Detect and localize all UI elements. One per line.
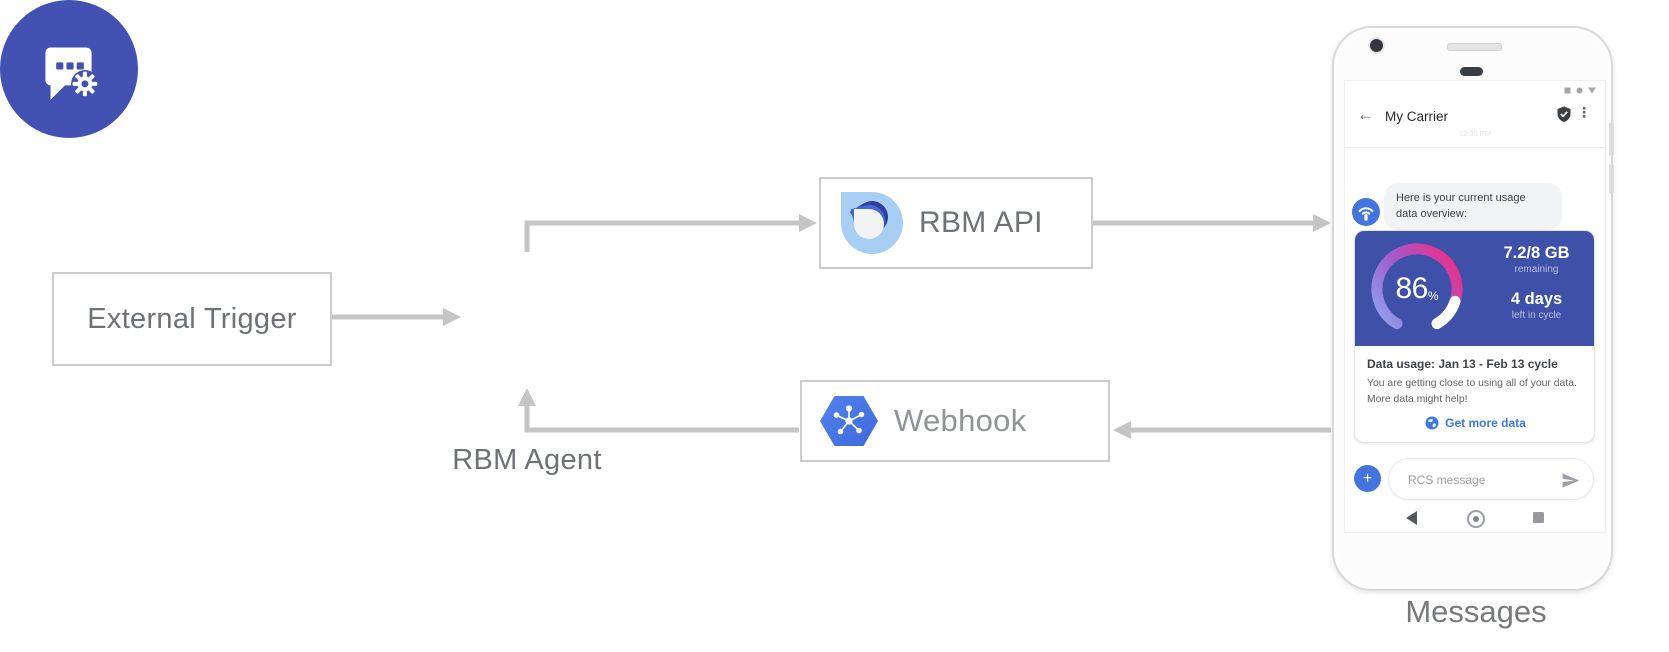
arrowhead-up-icon [518, 388, 536, 406]
usage-card-title: Data usage: Jan 13 - Feb 13 cycle [1367, 357, 1558, 371]
status-square-icon [1564, 87, 1571, 94]
usage-card-body-line1: You are getting close to using all of yo… [1367, 378, 1577, 389]
gauge-value: 86 % [1365, 237, 1469, 341]
usage-figures: 7.2/8 GB remaining 4 days left in cycle [1485, 244, 1588, 321]
message-timestamp: 12:30 PM [1458, 129, 1492, 138]
agent-avatar [1352, 198, 1380, 226]
usage-card-chart-panel: 86 % 7.2/8 GB remaining 4 days left in c… [1355, 231, 1594, 346]
rbm-agent-node [0, 0, 138, 138]
hotspot-icon [1358, 207, 1374, 221]
get-more-data-label: Get more data [1445, 416, 1526, 431]
gauge-percent-sign: % [1427, 289, 1439, 303]
plus-icon: + [1362, 469, 1373, 487]
rbm-api-box: RBM API [819, 177, 1093, 269]
gauge-arc-remainder [1431, 295, 1461, 330]
nav-back-icon[interactable] [1406, 511, 1417, 525]
webhook-label: Webhook [894, 403, 1027, 438]
back-arrow-icon[interactable]: ← [1357, 105, 1374, 124]
rcs-message-input[interactable] [1406, 459, 1560, 501]
verified-badge-icon [1557, 106, 1571, 122]
camera-dot [1370, 39, 1383, 52]
nav-home-icon[interactable] [1467, 510, 1485, 528]
days-left-label: left in cycle [1511, 310, 1562, 321]
power-button [1609, 122, 1614, 156]
usage-card-body-line2: More data might help! [1367, 393, 1468, 405]
arrowhead-right-icon [1313, 214, 1331, 232]
chat-bubble-gear-icon [45, 47, 99, 100]
usage-card-text-panel: Data usage: Jan 13 - Feb 13 cycle You ar… [1355, 346, 1594, 442]
send-icon[interactable] [1561, 471, 1580, 490]
arrowhead-left-icon [1113, 421, 1131, 439]
earpiece-grille [1460, 67, 1483, 76]
nav-overview-icon[interactable] [1533, 512, 1544, 523]
phone-screen: ← My Carrier ⋮ 12:30 PM Here is your cur… [1344, 80, 1606, 533]
status-bar [1564, 87, 1596, 94]
rbm-agent-label: RBM Agent [452, 444, 602, 476]
gauge-arc-colored [1371, 243, 1463, 330]
gauge-percent: 86 [1395, 272, 1428, 305]
arrowhead-right-icon [443, 308, 461, 326]
attach-plus-button[interactable]: + [1354, 465, 1381, 492]
arrow-webhook-to-agent [524, 406, 799, 433]
data-remaining-label: remaining [1514, 264, 1559, 275]
header-divider [1345, 147, 1605, 148]
status-dot-icon [1576, 87, 1583, 94]
days-left-value: 4 days [1510, 290, 1563, 308]
overflow-menu-icon[interactable]: ⋮ [1577, 104, 1591, 120]
volume-button [1609, 164, 1614, 194]
arrow-agent-to-api [524, 220, 799, 252]
phone-caption: Messages [1405, 594, 1547, 629]
status-triangle-icon [1588, 87, 1596, 94]
arrowhead-right-icon [799, 214, 817, 232]
rbm-logo-icon [841, 192, 903, 254]
phone-mockup: ← My Carrier ⋮ 12:30 PM Here is your cur… [1332, 26, 1614, 591]
usage-card: 86 % 7.2/8 GB remaining 4 days left in c… [1354, 230, 1595, 444]
speaker-slot [1447, 43, 1502, 51]
webhook-hexagon-icon [820, 396, 878, 446]
get-more-data-button[interactable]: Get more data [1367, 416, 1584, 430]
message-compose-field[interactable] [1388, 458, 1594, 501]
agent-message-bubble: Here is your current usage data overview… [1384, 183, 1562, 231]
external-trigger-box: External Trigger [52, 272, 332, 366]
data-remaining-value: 7.2/8 GB [1503, 244, 1570, 262]
usage-gauge [1371, 243, 1463, 330]
agent-message-text: Here is your current usage data overview… [1396, 192, 1526, 220]
external-trigger-label: External Trigger [87, 302, 297, 335]
rbm-api-label: RBM API [919, 206, 1043, 239]
globe-icon [1425, 416, 1439, 430]
conversation-title: My Carrier [1385, 109, 1448, 124]
webhook-box: Webhook [800, 380, 1110, 462]
